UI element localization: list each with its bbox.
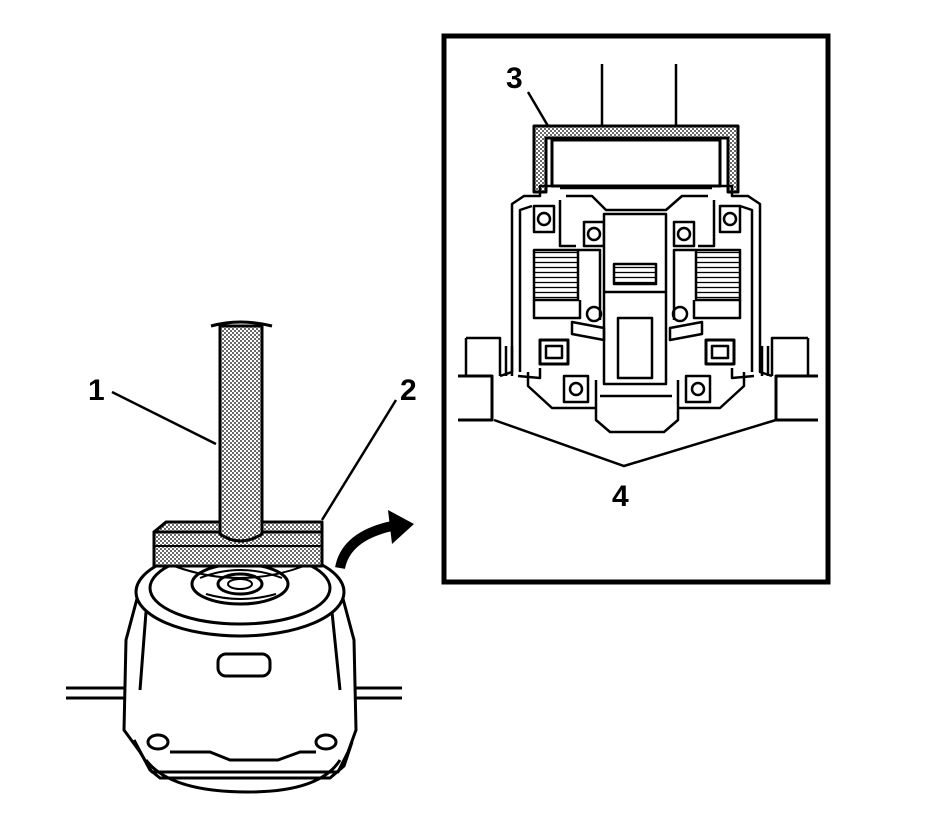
callout-1: 1 [88,374,105,407]
leader-lines-4 [493,418,777,468]
center-shaft [602,212,668,386]
leader-line-2 [320,399,398,521]
mount-boss-left [146,733,170,751]
callout-3: 3 [506,62,523,95]
leader-line-1 [111,390,217,446]
callout-4: 4 [612,480,629,513]
clutch-pack-right [672,248,742,320]
callout-2: 2 [400,374,417,407]
housing-assembly [66,546,402,794]
mount-boss-right [314,733,338,751]
clutch-pack-left [532,248,602,320]
bearing-upper-right [718,204,742,234]
seal-lower-right [704,338,736,366]
detail-arrow [335,510,414,570]
housing-window [216,652,272,678]
installer-cup [532,124,740,194]
driver-handle [210,320,273,543]
leader-line-3 [526,91,550,127]
detail-cross-section [458,64,818,434]
housing-section-right [712,184,773,378]
seal-lower-left [538,338,570,366]
bearing-upper-left [532,204,556,234]
